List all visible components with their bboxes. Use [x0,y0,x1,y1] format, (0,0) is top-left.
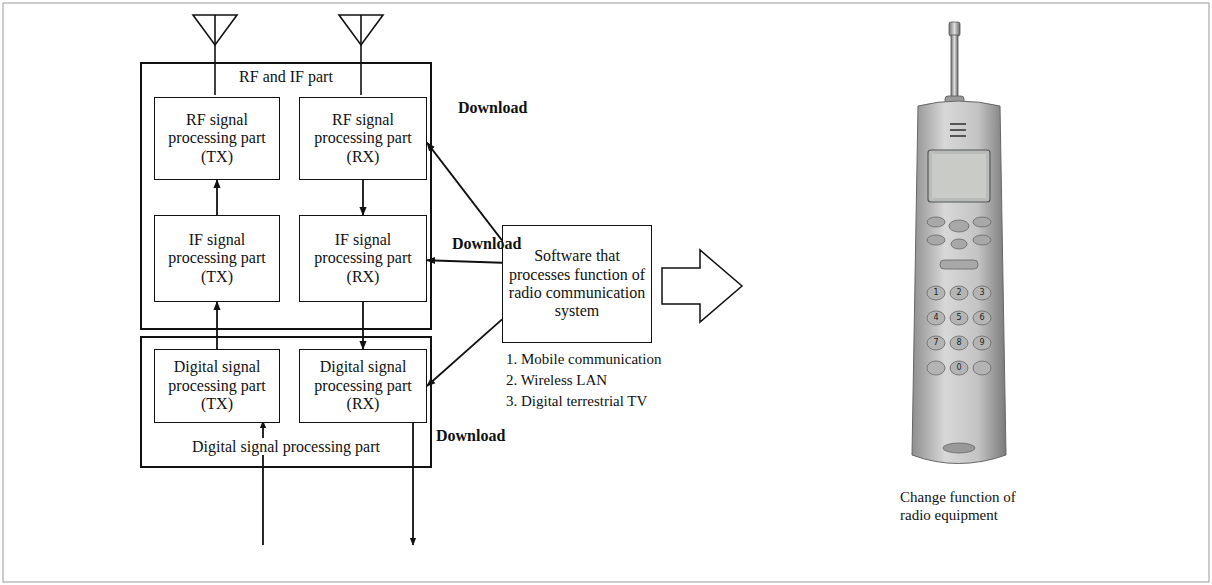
box-text: Digital signal processing part (RX) [305,358,421,413]
process-box: RF signal processing part (TX) [154,97,280,180]
rf-if-group: RF and IF part RF signal processing part … [140,62,432,330]
output-wire [412,421,414,545]
key-digit: 5 [953,314,965,322]
box-text: IF signal processing part (RX) [305,231,421,286]
group-heading-wrap: Digital signal processing part [142,438,430,456]
software-box: Software that processes function of radi… [502,225,652,343]
box-text: RF signal processing part (RX) [305,111,421,166]
edge-label: Download [452,234,521,253]
arrow-connector [427,319,502,386]
hollow-arrow [662,250,742,322]
list-item: 3. Digital terrestrial TV [506,392,647,410]
arrow-connector [362,180,364,215]
box-text: RF signal processing part (TX) [160,111,274,166]
key-digit: 0 [953,364,965,372]
antenna-symbol [193,15,237,95]
key-digit: 2 [953,289,965,297]
process-box: Digital signal processing part (RX) [299,349,427,423]
key-digit: 9 [976,339,988,347]
box-text: Software that processes function of radi… [508,247,646,321]
outer-frame [3,3,1209,582]
key-digit: 4 [930,314,942,322]
list-item: 2. Wireless LAN [506,371,607,389]
key-digit: 3 [976,289,988,297]
key-digit: 6 [976,314,988,322]
caption-note: Change function of radio equipment [900,488,1050,524]
arrow-connector [427,143,502,241]
key-digit: 1 [930,289,942,297]
arrow-connector [427,260,502,263]
mobile-phone-illustration [912,22,1006,464]
edge-label: Download [436,426,505,445]
list-item: 1. Mobile communication [506,350,661,368]
edge-label: Download [458,98,527,117]
box-text: IF signal processing part (TX) [160,231,274,286]
arrow-connector [216,180,218,215]
process-box: IF signal processing part (TX) [154,215,280,302]
group-heading: RF and IF part [236,68,336,85]
process-box: RF signal processing part (RX) [299,97,427,180]
key-digit: 7 [930,339,942,347]
antenna-symbol [339,15,383,95]
arrow-connector [362,302,364,349]
key-digit: 8 [953,339,965,347]
group-heading: Digital signal processing part [189,438,383,455]
process-box: IF signal processing part (RX) [299,215,427,302]
digital-group: Digital signal processing part Digital si… [140,336,432,468]
box-text: Digital signal processing part (TX) [160,358,274,413]
arrow-connector [216,302,218,349]
process-box: Digital signal processing part (TX) [154,349,280,423]
group-heading-wrap: RF and IF part [142,68,430,86]
